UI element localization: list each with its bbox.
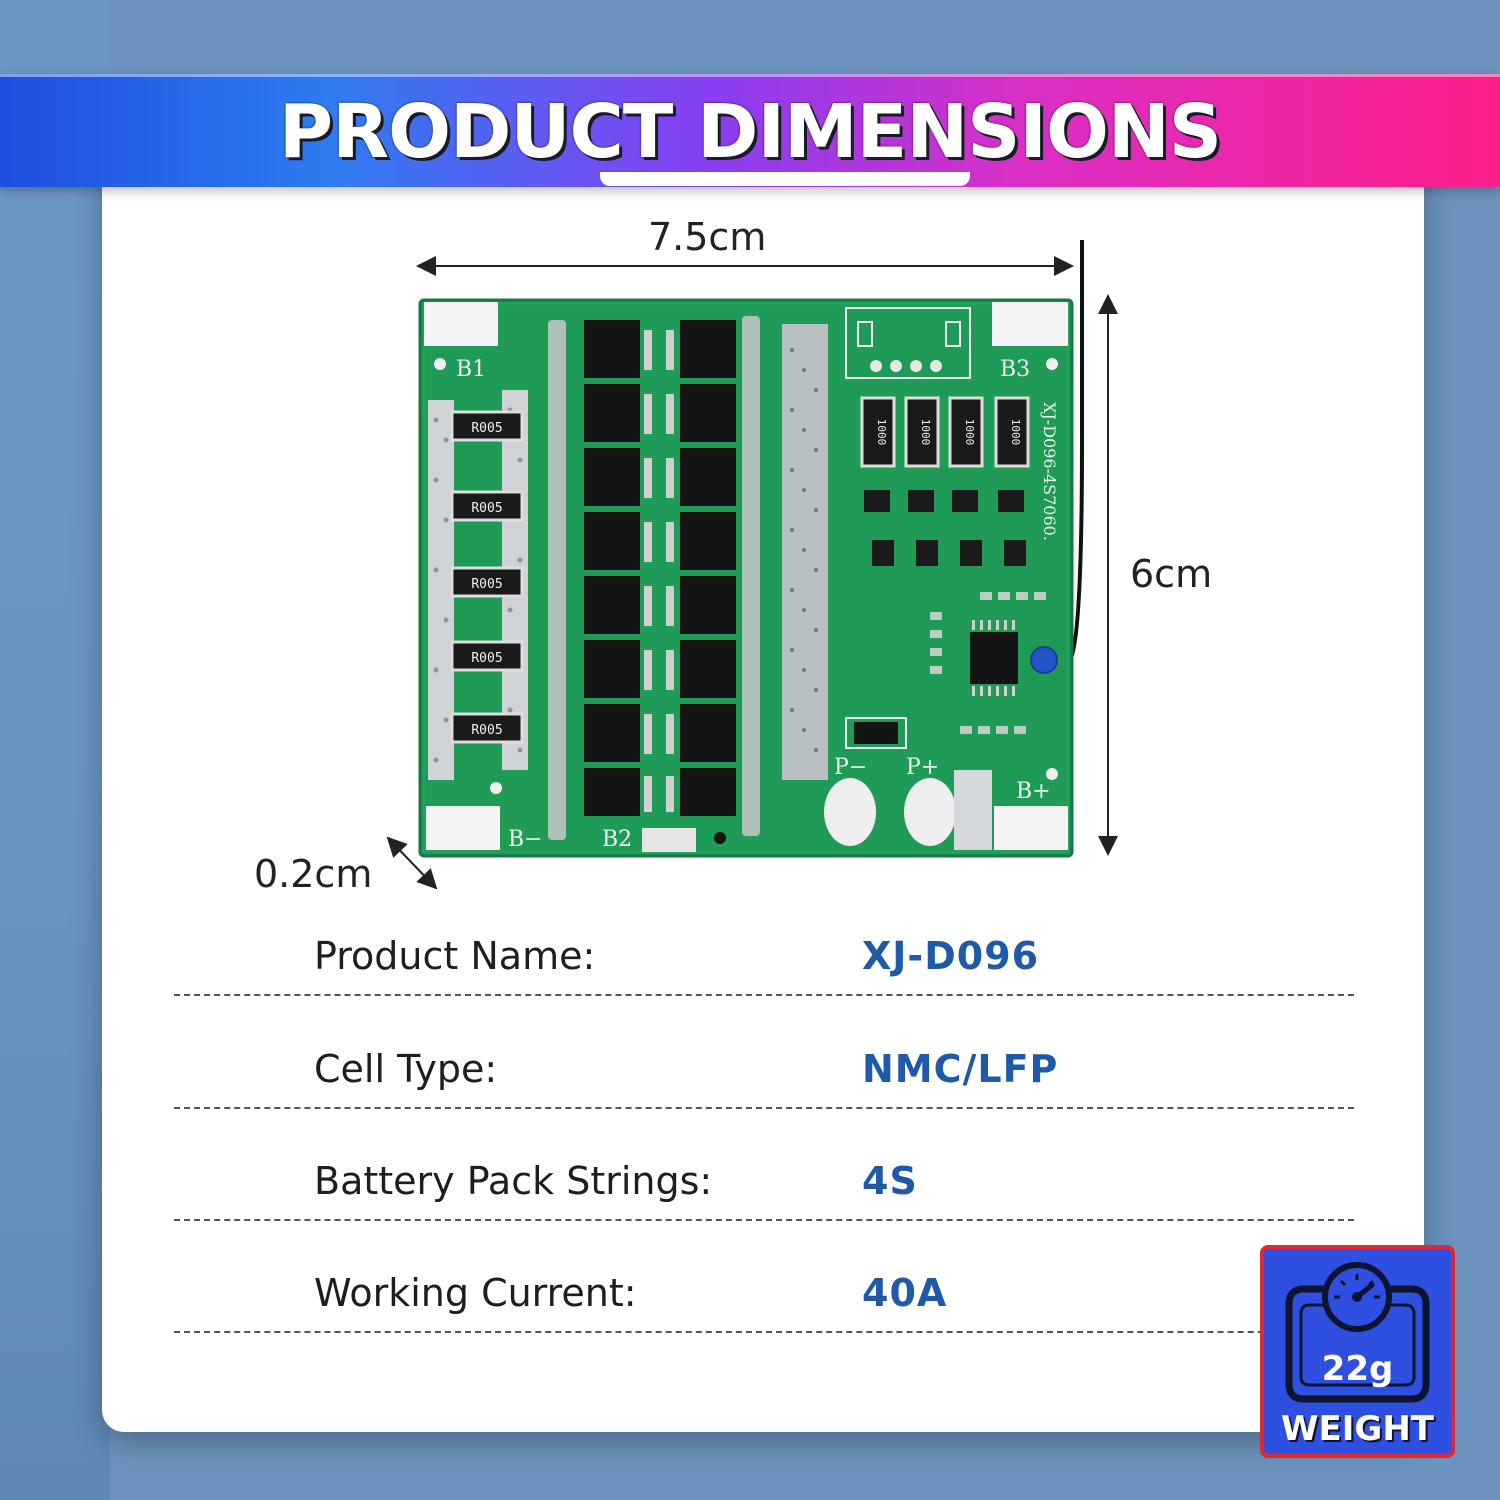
weight-value: 22g	[1321, 1349, 1394, 1389]
background-left-stripe	[0, 0, 110, 1500]
label-b1: B1	[456, 357, 486, 382]
label-b3: B3	[1000, 357, 1030, 382]
svg-text:1000: 1000	[1009, 419, 1022, 446]
spec-label: Cell Type:	[314, 1047, 498, 1091]
protection-ic	[970, 632, 1018, 684]
label-p-minus: P−	[834, 755, 867, 780]
spec-label: Product Name:	[314, 934, 596, 978]
weight-badge: 22g WEIGHT	[1260, 1245, 1455, 1458]
label-b-minus: B−	[508, 827, 543, 852]
page-title: PRODUCT DIMENSIONS	[278, 89, 1222, 175]
label-b-plus: B+	[1016, 779, 1051, 804]
spec-row-cell-type: Cell Type: NMC/LFP	[174, 1047, 1354, 1109]
height-dimension-label: 6cm	[1130, 552, 1213, 596]
thickness-dimension-label: 0.2cm	[254, 852, 373, 896]
svg-text:R005: R005	[471, 577, 502, 592]
spec-row-product-name: Product Name: XJ-D096	[174, 934, 1354, 996]
svg-text:R005: R005	[471, 421, 502, 436]
model-marking: XJ-D096-4S7060.	[1040, 402, 1059, 541]
spec-row-battery-pack-strings: Battery Pack Strings: 4S	[174, 1159, 1354, 1221]
svg-text:R005: R005	[471, 501, 502, 516]
p-plus-pad	[904, 778, 956, 846]
title-banner: PRODUCT DIMENSIONS	[0, 74, 1500, 187]
spec-value: 40A	[862, 1271, 948, 1315]
svg-text:1000: 1000	[963, 419, 976, 446]
bms-board-illustration: B1 B2 B3 B− B+ P− P+ R005 R005 R005 R005…	[386, 240, 1118, 890]
label-b2: B2	[602, 827, 632, 852]
weight-label: WEIGHT	[1281, 1409, 1434, 1449]
svg-text:1000: 1000	[919, 419, 932, 446]
spec-value: NMC/LFP	[862, 1047, 1059, 1091]
width-dimension-label: 7.5cm	[648, 215, 767, 259]
mosfet-array	[584, 320, 736, 816]
spec-label: Working Current:	[314, 1271, 637, 1315]
thickness-arrow	[386, 836, 438, 890]
spec-label: Battery Pack Strings:	[314, 1159, 713, 1203]
banner-notch	[600, 172, 970, 186]
p-minus-pad	[824, 778, 876, 846]
spec-value: 4S	[862, 1159, 918, 1203]
spec-row-working-current: Working Current: 40A	[174, 1271, 1354, 1333]
svg-text:R005: R005	[471, 723, 502, 738]
svg-text:R005: R005	[471, 651, 502, 666]
svg-text:1000: 1000	[875, 419, 888, 446]
label-p-plus: P+	[906, 755, 939, 780]
scale-gauge-icon	[1285, 1262, 1430, 1403]
shunt-resistors: R005 R005 R005 R005 R005	[450, 410, 524, 744]
spec-value: XJ-D096	[862, 934, 1040, 978]
balance-resistors: 1000 1000 1000 1000	[860, 396, 1030, 468]
thermistor	[1030, 646, 1058, 674]
